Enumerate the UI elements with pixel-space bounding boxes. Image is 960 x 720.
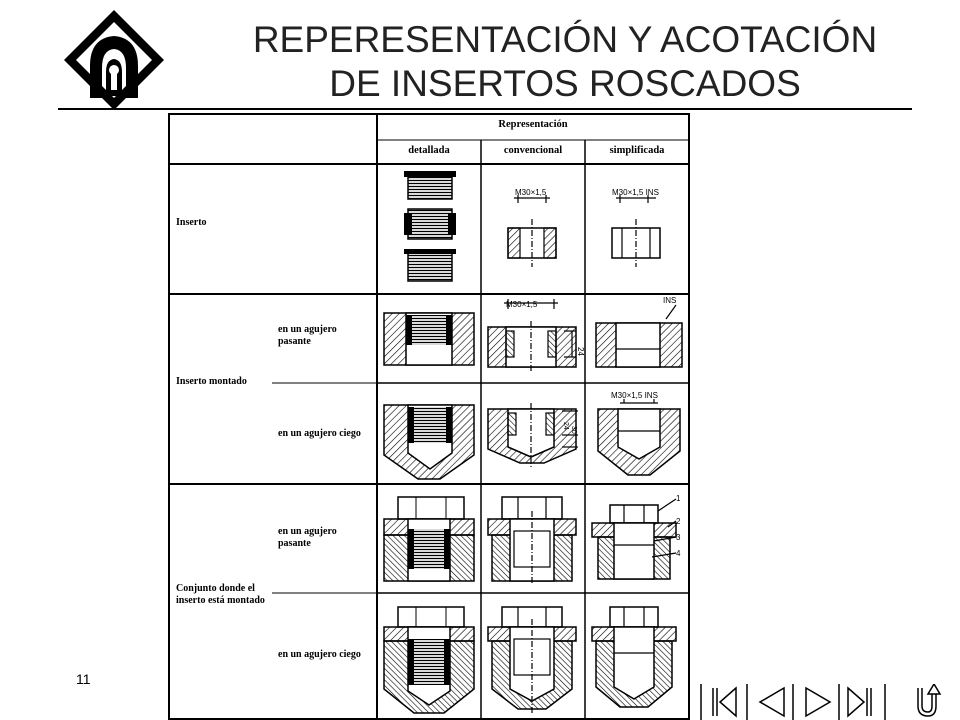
slide-title: REPERESENTACIÓN Y ACOTACIÓN DE INSERTOS … [200,18,930,106]
title-divider [58,108,912,110]
table-header-representacion: Representación [498,119,568,130]
part-label-2: 2 [676,517,681,526]
conjunto-pasante-convencional-drawing [487,496,577,585]
inserto-simp-dim: M30×1,5 INS [612,188,659,197]
title-line-1: REPERESENTACIÓN Y ACOTACIÓN [252,19,878,60]
last-page-button[interactable] [838,684,878,720]
column-header-detallada: detallada [408,145,450,156]
montado-ciego-detallada-drawing [383,404,475,480]
montado-ciego-dim-24: 24 [562,422,569,430]
conjunto-ciego-simplificada-drawing [591,606,677,708]
montado-pasante-dim-24: 24 [576,347,585,356]
representation-table: M30×1,5 M30×1,5 INS [168,113,690,720]
return-icon [917,684,942,717]
montado-ciego-convencional-drawing [487,403,578,467]
table-drawing: M30×1,5 M30×1,5 INS [168,113,690,720]
table-grid [168,113,690,720]
row-label-conjunto-pasante: en un agujero pasante [278,526,337,549]
last-page-icon [847,686,872,718]
row-label-conjunto: Conjunto donde el inserto está montado [176,583,265,606]
montado-pasante-detallada-drawing [383,312,475,366]
row-label-montado-pasante: en un agujero pasante [278,324,337,347]
montado-pasante-ins: INS [663,296,676,305]
page-number: 11 [76,671,91,687]
column-header-simplificada: simplificada [609,145,665,156]
next-slide-button[interactable] [792,684,832,720]
conjunto-pasante-simplificada-drawing [591,498,677,580]
part-label-3: 3 [676,533,681,542]
next-icon [805,686,832,718]
previous-slide-button[interactable] [746,684,786,720]
part-label-1: 1 [676,494,681,503]
return-button[interactable] [884,684,954,720]
title-line-2: DE INSERTOS ROSCADOS [329,63,801,104]
row-label-montado-ciego: en un agujero ciego [278,428,361,439]
conjunto-ciego-convencional-drawing [487,606,577,713]
column-header-convencional: convencional [503,145,563,156]
montado-pasante-convencional-drawing [487,299,577,373]
montado-ciego-simplificada-drawing [597,399,681,476]
conjunto-ciego-detallada-drawing [383,606,475,714]
inserto-simplificada-drawing [611,195,661,267]
montado-pasante-dim: M30×1,5 [506,300,538,309]
first-page-button[interactable] [700,684,740,720]
conjunto-pasante-detallada-drawing [383,496,475,582]
first-page-icon [712,686,737,718]
row-label-conjunto-ciego: en un agujero ciego [278,649,361,660]
part-label-4: 4 [676,549,681,558]
montado-ciego-simp-dim: M30×1,5 INS [611,391,658,400]
institution-logo [64,10,164,110]
row-label-inserto-montado: Inserto montado [176,376,247,387]
inserto-convencional-drawing [507,195,557,267]
inserto-detallada-drawing [404,171,456,282]
montado-pasante-simplificada-drawing [595,304,683,368]
row-label-inserto: Inserto [176,217,207,228]
inserto-conv-dim: M30×1,5 [515,188,547,197]
previous-icon [758,686,785,718]
montado-ciego-dim-30: 30 [570,426,577,434]
